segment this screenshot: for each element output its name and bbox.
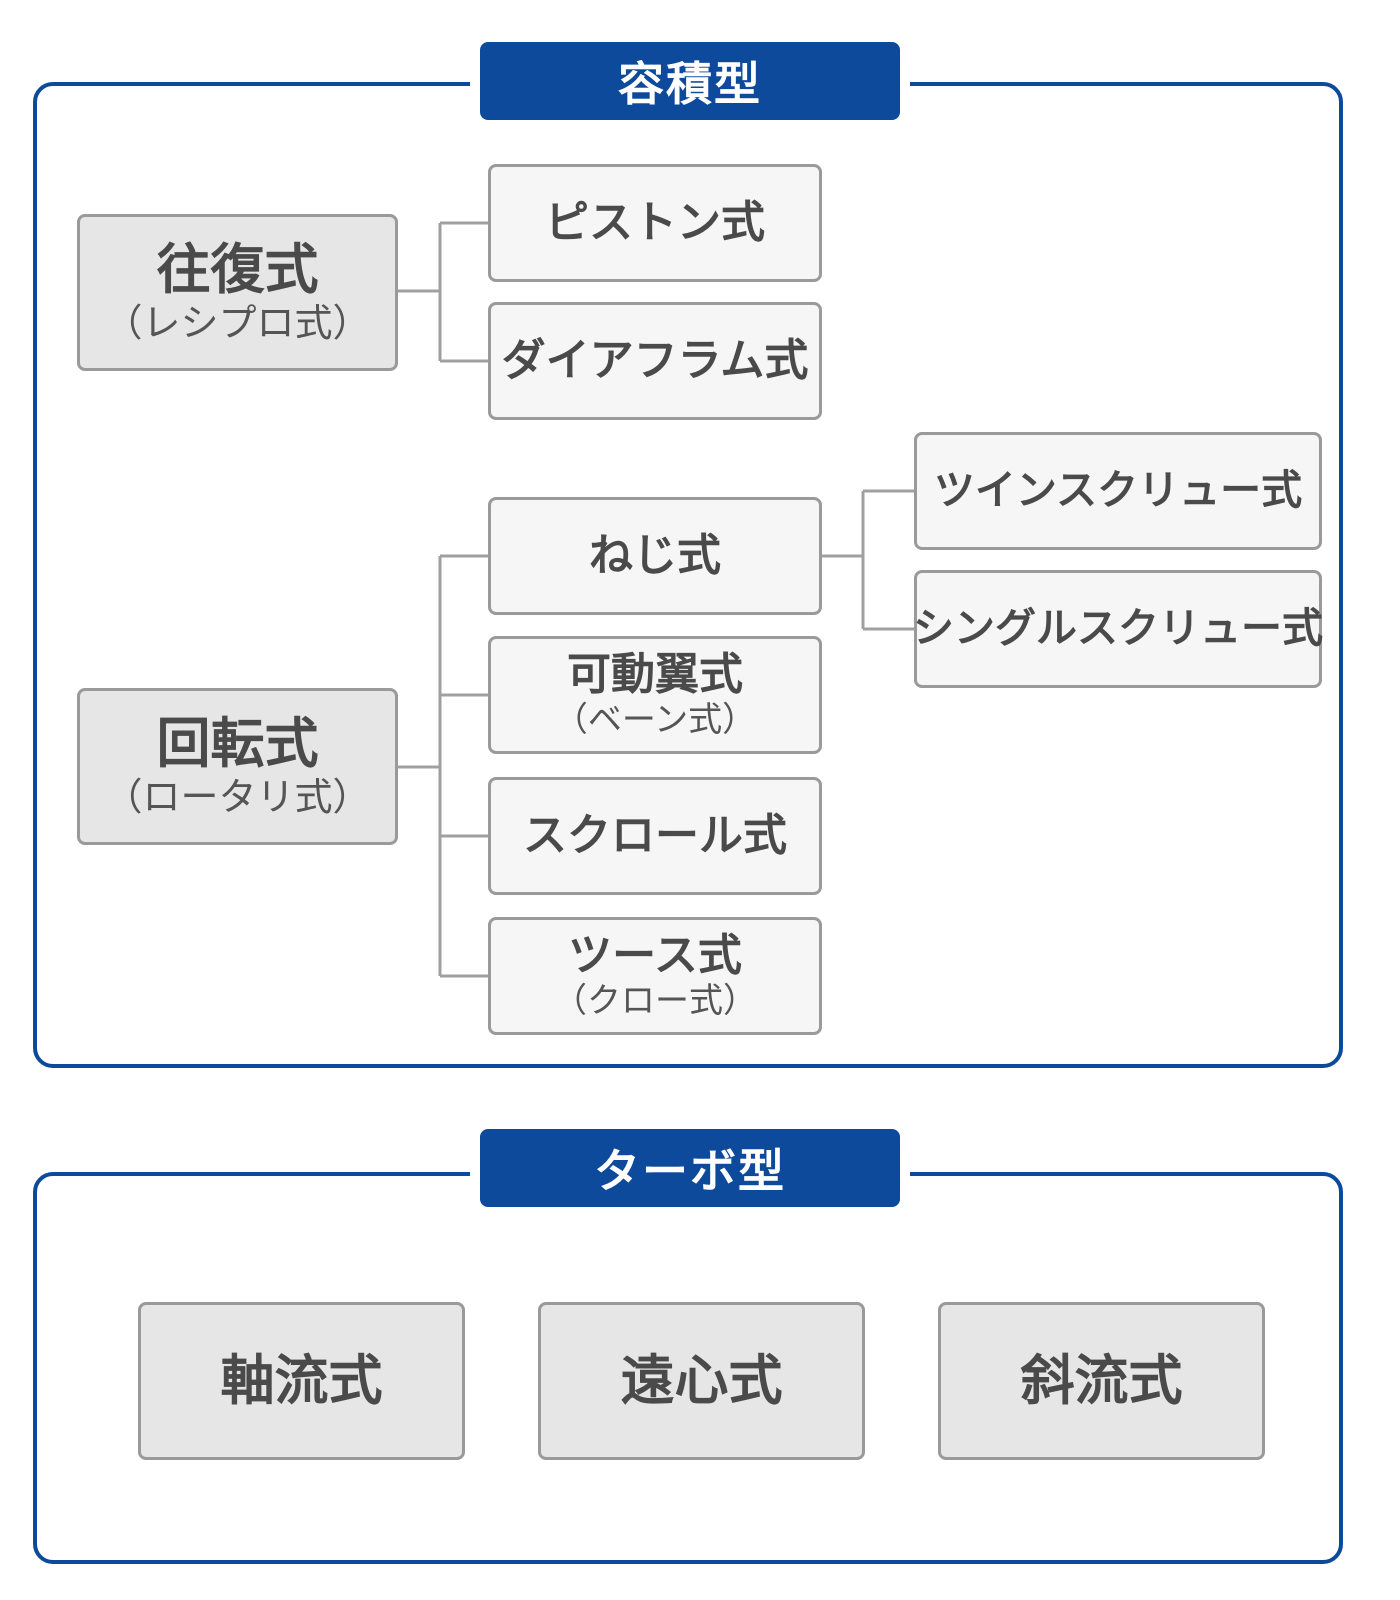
tooth-label: ツース式 (568, 930, 742, 982)
screw-node: ねじ式 (488, 497, 822, 615)
rotary-label: 回転式 (156, 711, 319, 775)
vane-sublabel: （ベーン式） (553, 699, 757, 740)
mixed-flow-label: 斜流式 (1020, 1348, 1183, 1412)
axial-label: 軸流式 (220, 1348, 383, 1412)
screw-label: ねじ式 (589, 529, 721, 581)
vane-label: 可動翼式 (567, 649, 743, 701)
centrifugal-label: 遠心式 (620, 1348, 783, 1412)
rotary-sublabel: （ロータリ式） (104, 774, 371, 819)
reciprocating-node: 往復式 （レシプロ式） (77, 214, 398, 371)
twin-screw-node: ツインスクリュー式 (914, 432, 1322, 550)
axial-node: 軸流式 (138, 1302, 465, 1460)
diaphragm-label: ダイアフラム式 (501, 334, 809, 386)
single-screw-node: シングルスクリュー式 (913, 570, 1323, 688)
piston-label: ピストン式 (545, 196, 765, 248)
centrifugal-node: 遠心式 (538, 1302, 865, 1460)
connector-rotary (398, 554, 488, 978)
connector-reciprocating (398, 221, 488, 363)
rotary-node: 回転式 （ロータリ式） (77, 688, 398, 845)
tooth-node: ツース式 （クロー式） (488, 917, 822, 1035)
connector-screw (822, 489, 914, 631)
reciprocating-sublabel: （レシプロ式） (104, 300, 371, 345)
piston-node: ピストン式 (488, 164, 822, 282)
diaphragm-node: ダイアフラム式 (488, 302, 822, 420)
scroll-node: スクロール式 (488, 777, 822, 895)
tooth-sublabel: （クロー式） (553, 980, 757, 1021)
reciprocating-label: 往復式 (156, 237, 319, 301)
single-screw-label: シングルスクリュー式 (913, 604, 1323, 653)
twin-screw-label: ツインスクリュー式 (933, 466, 1303, 515)
scroll-label: スクロール式 (523, 809, 787, 861)
positive-displacement-title: 容積型 (480, 42, 900, 120)
mixed-flow-node: 斜流式 (938, 1302, 1265, 1460)
vane-node: 可動翼式 （ベーン式） (488, 636, 822, 754)
turbo-title: ターボ型 (480, 1129, 900, 1207)
